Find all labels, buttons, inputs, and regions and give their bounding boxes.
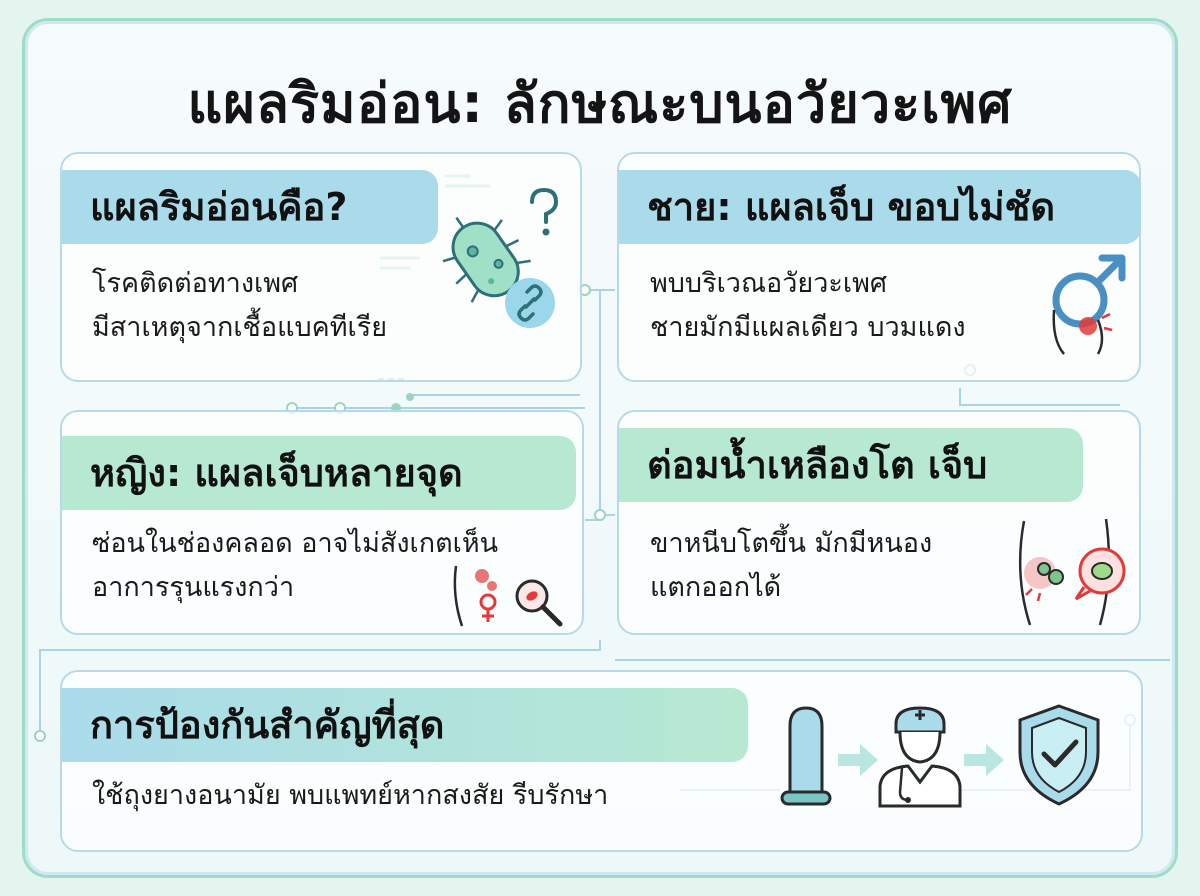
question-mark-icon xyxy=(530,187,559,236)
condom-icon xyxy=(780,706,832,806)
shield-check-icon xyxy=(1018,704,1100,806)
magnifier-icon xyxy=(515,579,563,627)
groin-swelling-icon xyxy=(1018,518,1126,626)
card-prevention-heading: การป้องกันสำคัญที่สุด xyxy=(62,688,748,762)
card-female-line1: ซ่อนในช่องคลอด อาจไม่สังเกตเห็น xyxy=(92,528,499,559)
link-icon xyxy=(505,278,555,328)
card-female-line2: อาการรุนแรงกว่า xyxy=(92,572,295,603)
card-male-heading: ชาย: แผลเจ็บ ขอบไม่ชัด xyxy=(619,170,1141,244)
card-female-heading: หญิง: แผลเจ็บหลายจุด xyxy=(62,436,576,510)
card-prevention-line1: ใช้ถุงยางอนามัย พบแพทย์หากสงสัย รีบรักษา xyxy=(92,780,609,811)
bacteria-icon xyxy=(442,216,531,303)
arrow-right-icon xyxy=(838,744,878,776)
card-what-is-line2: มีสาเหตุจากเชื้อแบคทีเรีย xyxy=(92,312,388,343)
card-lymph-line1: ขาหนีบโตขึ้น มักมีหนอง xyxy=(650,528,933,559)
card-what-is-heading: แผลริมอ่อนคือ? xyxy=(62,170,438,244)
card-lymph-line2: แตกออกได้ xyxy=(650,572,782,603)
card-lymph-heading: ต่อมน้ำเหลืองโต เจ็บ xyxy=(619,428,1083,502)
arrow-right-icon xyxy=(964,744,1004,776)
card-male-line2: ชายมักมีแผลเดียว บวมแดง xyxy=(650,312,966,343)
card-what-is-line1: โรคติดต่อทางเพศ xyxy=(92,268,299,299)
page-title: แผลริมอ่อน: ลักษณะบนอวัยวะเพศ xyxy=(187,72,1013,135)
male-symbol-icon xyxy=(1052,254,1126,355)
card-male-line1: พบบริเวณอวัยวะเพศ xyxy=(650,268,888,299)
doctor-icon xyxy=(878,706,962,808)
female-symbol-icon xyxy=(453,565,497,627)
